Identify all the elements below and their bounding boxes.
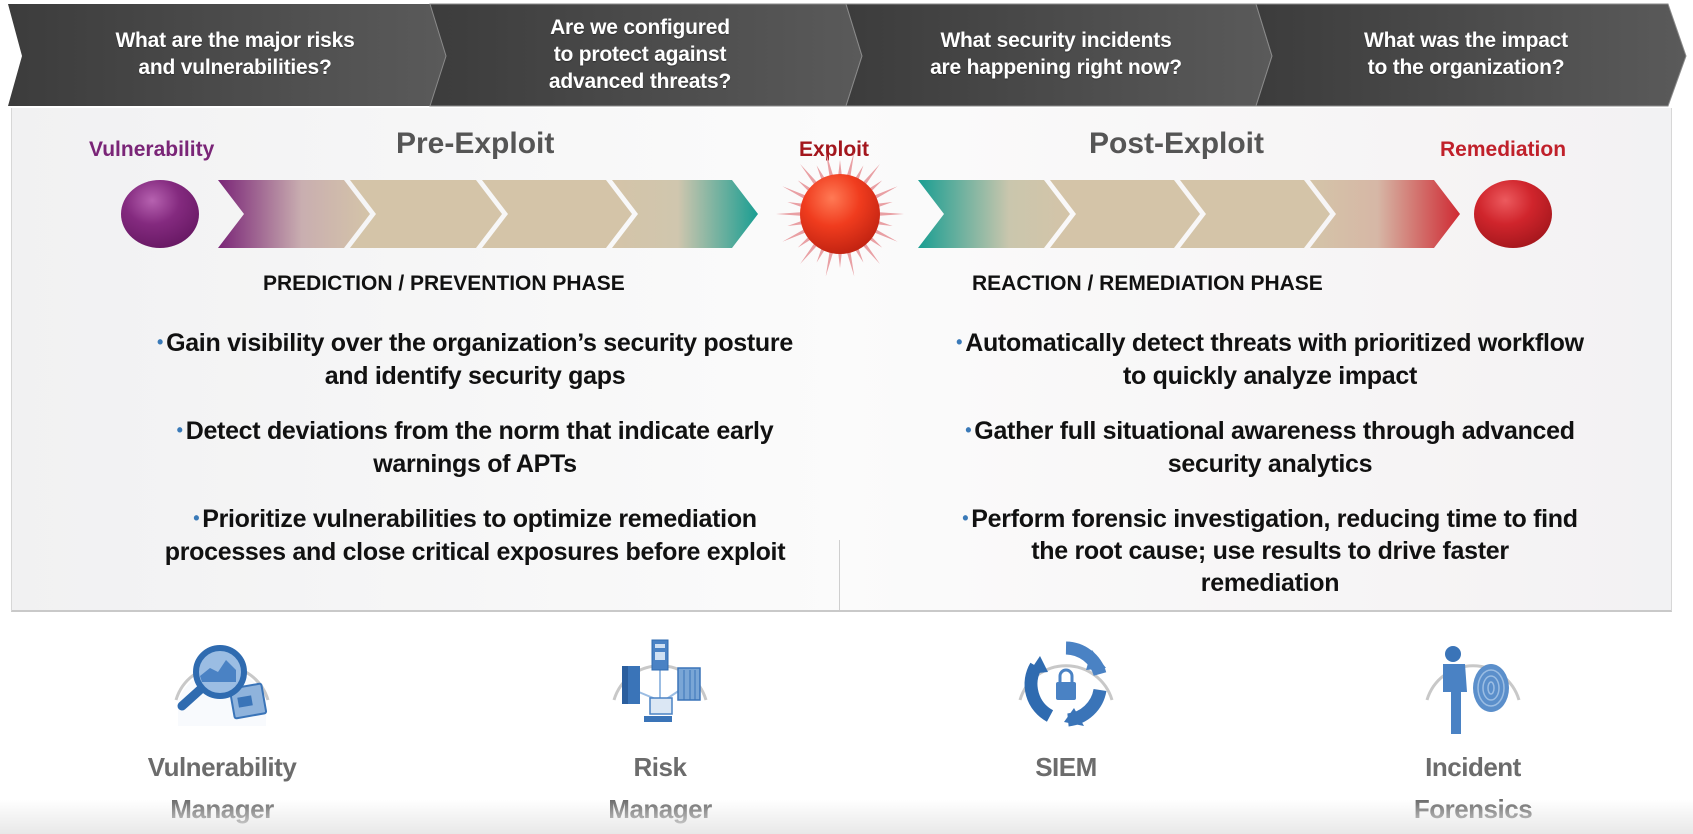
- magnifier-icon: [162, 630, 282, 742]
- banner-chevron-4: [1255, 3, 1687, 107]
- post-chevron-1: [918, 180, 1070, 248]
- prevention-bullets: •Gain visibility over the organization’s…: [90, 326, 860, 590]
- post-exploit-label: Post-Exploit: [1089, 127, 1265, 160]
- burst-ray: [782, 228, 807, 242]
- phase-divider: [839, 540, 840, 610]
- burst-ray: [797, 236, 812, 248]
- person-fingerprint-icon: [1413, 630, 1533, 742]
- burst-ray: [797, 180, 812, 192]
- burst-ray: [782, 186, 807, 200]
- burst-ray: [876, 201, 893, 208]
- burst-ray: [838, 160, 842, 177]
- burst-ray: [854, 165, 864, 181]
- post-chevron-4: [1310, 180, 1460, 248]
- timeline-graphic: [121, 151, 1552, 277]
- burst-ray: [873, 186, 898, 200]
- vulnerability-node: [121, 180, 199, 248]
- bullet-item: •Prioritize vulnerabilities to optimize …: [164, 505, 786, 566]
- bullet-dot-icon: •: [962, 508, 969, 528]
- banner-chevron-1: [8, 4, 446, 106]
- burst-ray: [787, 201, 804, 208]
- pre-chevron-3: [482, 180, 632, 248]
- pre-chevron-4: [612, 180, 758, 248]
- burst-ray: [816, 165, 826, 181]
- burst-ray: [846, 250, 855, 277]
- bullet-item: •Automatically detect threats with prior…: [956, 329, 1584, 390]
- banner-chevrons: [8, 3, 1687, 107]
- burst-ray: [862, 163, 880, 186]
- bottom-shade: [0, 800, 1693, 834]
- bullet-item: •Detect deviations from the norm that in…: [176, 417, 774, 478]
- reaction-phase-title: REACTION / REMEDIATION PHASE: [972, 272, 1323, 295]
- exploit-node: [800, 174, 880, 254]
- burst-ray: [877, 212, 904, 216]
- burst-ray: [854, 247, 864, 263]
- post-chevron-2: [1050, 180, 1200, 248]
- post-chevron-3: [1180, 180, 1330, 248]
- burst-ray: [816, 247, 826, 263]
- burst-ray: [800, 242, 818, 265]
- bullet-item: •Gain visibility over the organization’s…: [157, 329, 793, 390]
- exploit-burst: [776, 151, 904, 277]
- burst-ray: [787, 220, 804, 227]
- burst-ray: [868, 236, 883, 248]
- remediation-bullets: •Automatically detect threats with prior…: [875, 326, 1665, 620]
- burst-ray: [800, 163, 818, 186]
- burst-ray: [838, 251, 842, 268]
- pre-chevron-2: [350, 180, 502, 248]
- burst-ray: [868, 180, 883, 192]
- remediation-node: [1474, 180, 1552, 248]
- exploit-label: Exploit: [799, 138, 870, 161]
- bullet-dot-icon: •: [157, 332, 164, 352]
- burst-ray: [776, 212, 803, 216]
- burst-ray: [825, 250, 834, 277]
- vulnerability-label: Vulnerability: [89, 138, 215, 161]
- network-icon: [600, 630, 720, 742]
- bullet-item: •Perform forensic investigation, reducin…: [962, 505, 1578, 597]
- pre-exploit-label: Pre-Exploit: [396, 127, 555, 160]
- burst-ray: [825, 151, 834, 178]
- remediation-label: Remediation: [1440, 138, 1567, 161]
- burst-ray: [876, 220, 893, 227]
- bullet-dot-icon: •: [193, 508, 200, 528]
- product-name: SIEM: [1035, 752, 1097, 782]
- bullet-dot-icon: •: [956, 332, 963, 352]
- burst-ray: [862, 242, 880, 265]
- burst-ray: [846, 151, 855, 178]
- pre-chevron-1: [218, 180, 370, 248]
- bullet-dot-icon: •: [965, 420, 972, 440]
- bullet-dot-icon: •: [176, 420, 183, 440]
- burst-ray: [873, 228, 898, 242]
- cycle-lock-icon: [1006, 630, 1126, 742]
- bullet-item: •Gather full situational awareness throu…: [965, 417, 1575, 478]
- prediction-phase-title: PREDICTION / PREVENTION PHASE: [263, 272, 625, 295]
- product-siem[interactable]: SIEM: [946, 630, 1186, 788]
